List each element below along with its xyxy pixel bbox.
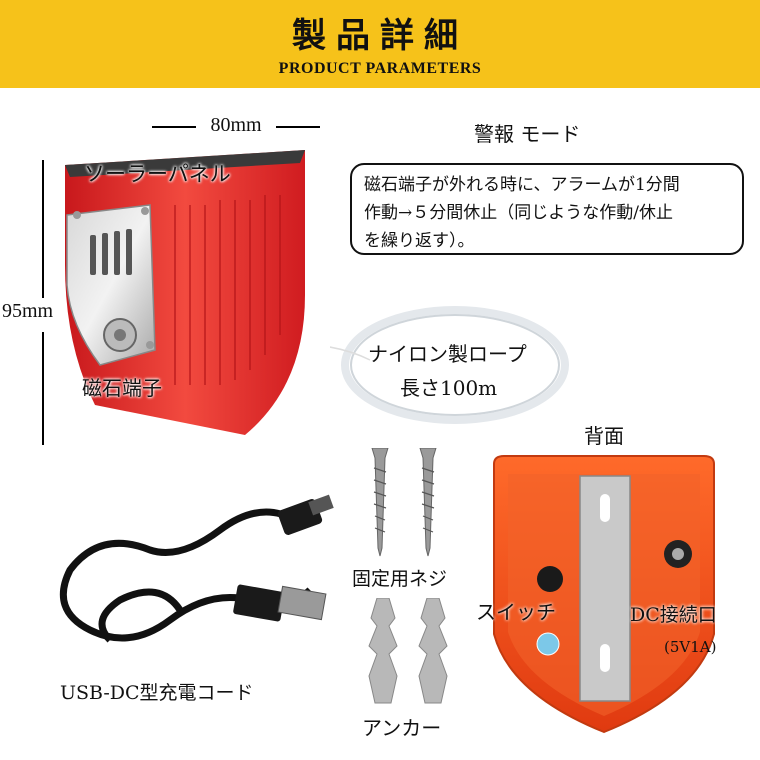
- width-label: 80mm: [210, 114, 262, 136]
- usb-dc-cable-label: USB-DC型充電コード: [60, 682, 254, 704]
- height-line-bottom: [42, 332, 44, 445]
- page-subtitle: PRODUCT PARAMETERS: [278, 60, 482, 77]
- magnet-terminal-label: 磁石端子: [82, 376, 162, 400]
- alarm-line: 磁石端子が外れる時に、アラームが1分間: [364, 175, 680, 195]
- rope-name-label: ナイロン製ロープ: [368, 342, 527, 366]
- alarm-mode-description: 磁石端子が外れる時に、アラームが1分間 作動→５分間休止（同じような作動/休止 …: [350, 163, 744, 255]
- rope-length-label: 長さ100m: [400, 376, 498, 400]
- back-side-title: 背面: [584, 424, 624, 448]
- nylon-rope-image: [330, 306, 569, 424]
- header-banner: [0, 0, 760, 88]
- height-label: 95mm: [2, 300, 54, 322]
- screws-image: [371, 448, 437, 557]
- anchors-label: アンカー: [362, 716, 442, 740]
- solar-panel-label: ソーラーパネル: [84, 162, 231, 186]
- width-dimension: 80mm: [152, 114, 320, 138]
- dc-port-label: DC接続口: [630, 604, 717, 626]
- usb-dc-cable-image: [59, 494, 334, 643]
- width-arrow-right: [276, 126, 320, 128]
- page-title: 製品詳細: [292, 16, 468, 56]
- anchors-image: [368, 598, 448, 704]
- alarm-device-back-image: [493, 455, 715, 734]
- height-dimension: [40, 160, 46, 445]
- screws-label: 固定用ネジ: [352, 568, 448, 590]
- dc-spec-label: (5V1A): [664, 638, 717, 656]
- alarm-device-front-image: [65, 150, 305, 435]
- height-line-top: [42, 160, 44, 298]
- alarm-mode-title: 警報 モード: [474, 122, 581, 146]
- alarm-line: を繰り返す）。: [364, 231, 475, 251]
- width-arrow-left: [152, 126, 196, 128]
- switch-label: スイッチ: [476, 600, 556, 624]
- alarm-line: 作動→５分間休止（同じような作動/休止: [364, 203, 673, 223]
